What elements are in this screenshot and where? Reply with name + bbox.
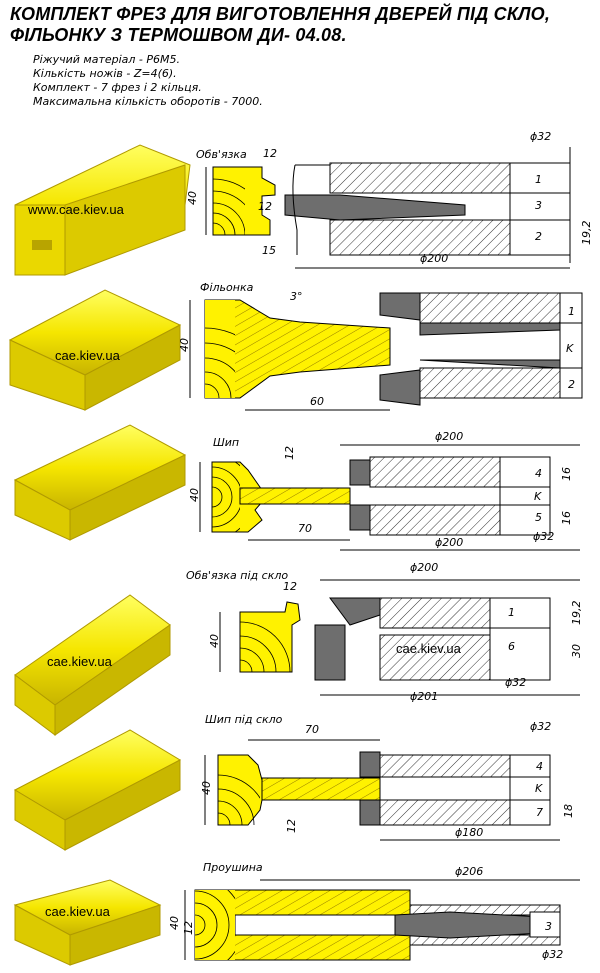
s3-dim-h40: 40 [188, 488, 201, 502]
section-5-profile [204, 739, 381, 826]
section-4-cutter [314, 579, 580, 696]
s5-num-4: 4 [536, 760, 543, 773]
s5-dim-h18: 18 [562, 804, 575, 818]
s5-dim-d180: ϕ180 [455, 826, 483, 839]
title-line-2: ФІЛЬОНКУ З ТЕРМОШВОМ ДИ- 04.08. [10, 25, 347, 45]
section-6-cutter [260, 879, 580, 946]
section-2-label: Фільонка [200, 281, 254, 294]
section-3-label: Шип [213, 436, 239, 449]
section-3-profile [199, 461, 351, 541]
watermark-link-4[interactable]: cae.kiev.ua [396, 641, 461, 656]
s1-num-3: 3 [535, 199, 542, 212]
s6-dim-d206: ϕ206 [455, 865, 483, 878]
s3-num-k: K [534, 490, 542, 503]
s1-dim-h192: 19,2 [580, 221, 593, 246]
section-1-cutter [284, 147, 571, 269]
s1-dim-d32: ϕ32 [530, 130, 551, 143]
s2-dim-w60: 60 [310, 395, 324, 408]
title-line-1: КОМПЛЕКТ ФРЕЗ ДЛЯ ВИГОТОВЛЕННЯ ДВЕРЕЙ ПІ… [10, 4, 551, 24]
s3-dim-d200a: ϕ200 [435, 430, 463, 443]
s5-dim-w70: 70 [305, 723, 319, 736]
s2-num-k: K [566, 342, 574, 355]
section-2-cutter [379, 292, 583, 406]
s1-dim-g12: 12 [258, 200, 272, 213]
section-5-cutter [359, 751, 560, 841]
watermark-link-2[interactable]: cae.kiev.ua [55, 348, 120, 363]
section-5-label: Шип під скло [205, 713, 283, 726]
section-1-label: Обв'язка [196, 148, 247, 161]
part-render-6 [13, 879, 162, 966]
s5-num-k: K [535, 782, 543, 795]
s4-dim-h40: 40 [208, 634, 221, 648]
spec-material: Ріжучий матеріал - Р6М5. [33, 53, 181, 66]
s4-dim-d32: ϕ32 [505, 676, 526, 689]
s1-num-1: 1 [535, 173, 542, 186]
watermark-link-1[interactable]: www.cae.kiev.ua [28, 202, 124, 217]
s3-dim-d32: ϕ32 [533, 530, 554, 543]
section-6-profile [184, 889, 411, 961]
watermark-link-3[interactable]: cae.kiev.ua [47, 654, 112, 669]
spec-rpm: Максимальна кількість оборотів - 7000. [33, 95, 263, 108]
document-title: КОМПЛЕКТ ФРЕЗ ДЛЯ ВИГОТОВЛЕННЯ ДВЕРЕЙ ПІ… [10, 4, 595, 46]
s3-num-4: 4 [535, 467, 542, 480]
watermark-link-5[interactable]: cae.kiev.ua [45, 904, 110, 919]
s4-num-1: 1 [508, 606, 515, 619]
s2-dim-angle: 3° [290, 290, 303, 303]
s3-num-5: 5 [535, 511, 542, 524]
s4-dim-d200: ϕ200 [410, 561, 438, 574]
s4-dim-w12: 12 [283, 580, 297, 593]
part-render-3 [13, 424, 187, 541]
s5-dim-h40: 40 [200, 781, 213, 795]
s2-num-2: 2 [568, 378, 575, 391]
s3-dim-h16b: 16 [560, 511, 573, 525]
specs-list: Ріжучий матеріал - Р6М5. Кількість ножів… [33, 53, 263, 109]
part-render-1 [14, 144, 191, 276]
s4-dim-h192: 19,2 [570, 601, 583, 626]
s5-dim-v12: 12 [285, 819, 298, 833]
s3-dim-v12: 12 [283, 446, 296, 460]
part-render-5 [13, 729, 182, 851]
s5-num-7: 7 [536, 806, 543, 819]
s2-dim-h40: 40 [178, 338, 191, 352]
s1-dim-h40: 40 [186, 191, 199, 205]
s6-num-3: 3 [545, 920, 552, 933]
section-1-profile [205, 166, 276, 236]
s1-dim-d15: 15 [262, 244, 276, 257]
s3-dim-d200b: ϕ200 [435, 536, 463, 549]
s3-dim-w70: 70 [298, 522, 312, 535]
section-6-label: Проушина [203, 861, 263, 874]
s1-num-2: 2 [535, 230, 542, 243]
s4-num-6: 6 [508, 640, 515, 653]
s1-dim-d200: ϕ200 [420, 252, 448, 265]
s6-dim-v12: 12 [182, 921, 195, 935]
section-3-cutter [340, 444, 580, 551]
s1-dim-w12: 12 [263, 147, 277, 160]
s2-num-1: 1 [568, 305, 575, 318]
s4-dim-h30: 30 [570, 644, 583, 658]
s3-dim-h16a: 16 [560, 467, 573, 481]
s4-dim-d201: ϕ201 [410, 690, 438, 703]
part-render-2 [8, 289, 182, 411]
spec-knives: Кількість ножів - Z=4(6). [33, 67, 177, 80]
section-4-label: Обв'язка під скло [186, 569, 288, 582]
section-4-profile [219, 601, 301, 673]
section-2-profile [189, 299, 391, 411]
s5-dim-d32: ϕ32 [530, 720, 551, 733]
s6-dim-h40: 40 [168, 916, 181, 930]
part-render-4 [14, 594, 171, 736]
s6-dim-d32: ϕ32 [542, 948, 563, 961]
spec-set: Комплект - 7 фрез і 2 кільця. [33, 81, 202, 94]
